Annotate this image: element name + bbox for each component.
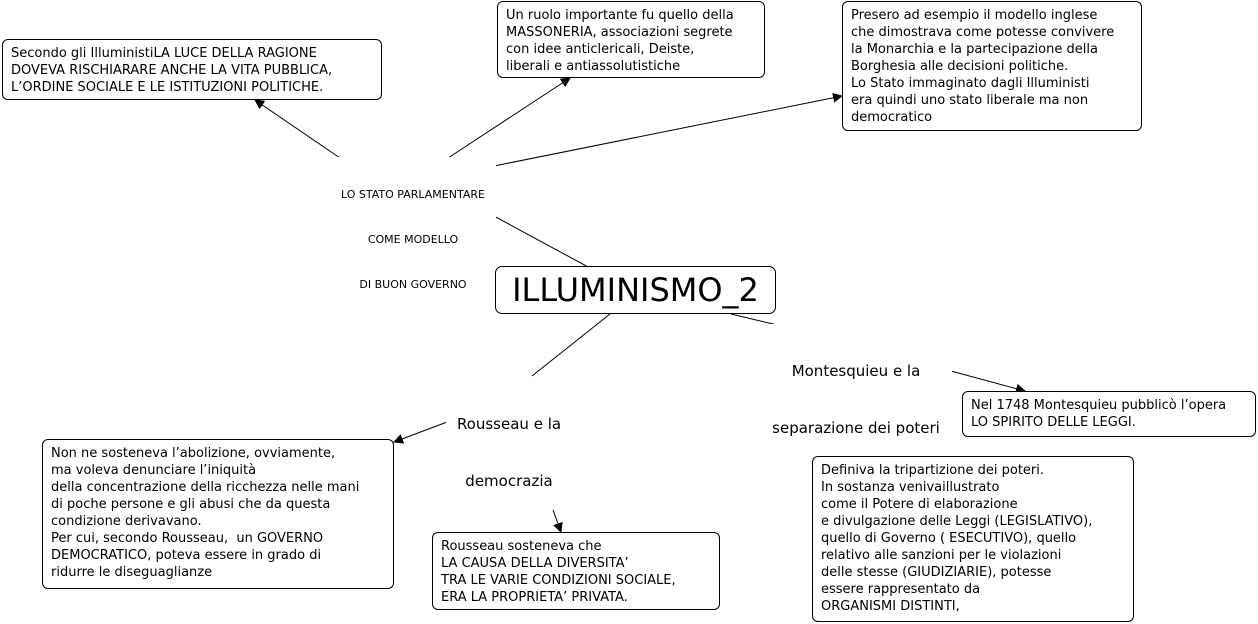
concept-text-line: Secondo gli IlluministiLA LUCE DELLA RAG… xyxy=(11,46,317,61)
concept-text-line: relativo alle sanzioni per le violazioni xyxy=(821,548,1062,563)
concept-text-line: DEMOCRATICO, poteva essere in grado di xyxy=(51,548,322,563)
concept-text-line: come il Potere di elaborazione xyxy=(821,497,1018,512)
concept-illuministi[interactable]: Secondo gli IlluministiLA LUCE DELLA RAG… xyxy=(2,39,382,100)
concept-text-line: Definiva la tripartizione dei poteri. xyxy=(821,463,1045,478)
label-line: separazione dei poteri xyxy=(772,419,940,437)
concept-text-line: la Monarchia e la partecipazione della xyxy=(851,42,1098,57)
concept-text-line: di poche persone e gli abusi che da ques… xyxy=(51,497,331,512)
concept-text-line: Rousseau sosteneva che xyxy=(441,539,602,554)
concept-text-line: Un ruolo importante fu quello della xyxy=(506,8,734,23)
concept-abolizione[interactable]: Non ne sosteneva l’abolizione, ovviament… xyxy=(42,439,394,589)
concept-text-line: era quindi uno stato liberale ma non xyxy=(851,93,1089,108)
label-line: Rousseau e la xyxy=(456,415,562,433)
concept-text-line: DOVEVA RISCHIARARE ANCHE LA VITA PUBBLIC… xyxy=(11,63,333,78)
label-line: COME MODELLO xyxy=(367,233,459,246)
label-line: LO STATO PARLAMENTARE xyxy=(341,188,485,201)
concept-text-line: ridurre le diseguaglianze xyxy=(51,565,213,580)
label-line: democrazia xyxy=(465,472,553,490)
concept-text-line: condizione derivavano. xyxy=(51,514,202,529)
arrow-stato-modello-inglese xyxy=(493,92,843,167)
concept-massoneria[interactable]: Un ruolo importante fu quello della MASS… xyxy=(497,1,765,78)
concept-text-line: Borghesia alle decisioni politiche. xyxy=(851,59,1069,74)
concept-text-line: con idee anticlericali, Deiste, xyxy=(506,42,695,57)
concept-text-line: Per cui, secondo Rousseau, un GOVERNO xyxy=(51,531,324,546)
concept-text-line: L’ORDINE SOCIALE E LE ISTITUZIONI POLITI… xyxy=(11,80,324,95)
root-concept[interactable]: ILLUMINISMO_2 xyxy=(495,266,776,314)
link-label-stato-parlamentare: LO STATO PARLAMENTARE COME MODELLO DI BU… xyxy=(330,157,496,307)
concept-text-line: Lo Stato immaginato dagli Illuministi xyxy=(851,76,1090,91)
concept-text-line: TRA LE VARIE CONDIZIONI SOCIALE, xyxy=(441,573,676,588)
concept-text-line: liberali e antiassolutistiche xyxy=(506,59,681,74)
concept-text-line: della concentrazione della ricchezza nel… xyxy=(51,480,360,495)
concept-text-line: ORGANISMI DISTINTI, xyxy=(821,599,960,614)
label-line: DI BUON GOVERNO xyxy=(359,278,467,291)
concept-text-line: quello di Governo ( ESECUTIVO), quello xyxy=(821,531,1077,546)
concept-text-line: e divulgazione delle Leggi (LEGISLATIVO)… xyxy=(821,514,1093,529)
concept-text-line: Non ne sosteneva l’abolizione, ovviament… xyxy=(51,446,336,461)
concept-text-line: MASSONERIA, associazioni segrete xyxy=(506,25,733,40)
link-label-rousseau: Rousseau e la democrazia xyxy=(446,377,572,510)
concept-text-line: ma voleva denunciare l’iniquità xyxy=(51,463,257,478)
concept-text-line: ERA LA PROPRIETA’ PRIVATA. xyxy=(441,590,628,605)
concept-modello-inglese[interactable]: Presero ad esempio il modello inglese ch… xyxy=(842,1,1142,131)
concept-text-line: In sostanza venivaillustrato xyxy=(821,480,1000,495)
concept-text-line: democratico xyxy=(851,110,933,125)
concept-text-line: Presero ad esempio il modello inglese xyxy=(851,8,1098,23)
concept-spirito-delle-leggi[interactable]: Nel 1748 Montesquieu pubblicò l’opera LO… xyxy=(962,391,1256,437)
concept-text-line: delle stesse (GIUDIZIARIE), potesse xyxy=(821,565,1052,580)
arrow-stato-massoneria xyxy=(444,77,571,161)
link-root-rousseau xyxy=(531,313,611,377)
link-label-montesquieu: Montesquieu e la separazione dei poteri xyxy=(760,324,952,457)
concept-text-line: essere rappresentato da xyxy=(821,582,981,597)
concept-text-line: LA CAUSA DELLA DIVERSITA’ xyxy=(441,556,629,571)
arrow-stato-illuministi xyxy=(254,99,341,159)
concept-tripartizione-poteri[interactable]: Definiva la tripartizione dei poteri. In… xyxy=(812,456,1134,622)
concept-text-line: Nel 1748 Montesquieu pubblicò l’opera xyxy=(971,398,1227,413)
concept-text-line: LO SPIRITO DELLE LEGGI. xyxy=(971,415,1136,430)
label-line: Montesquieu e la xyxy=(791,362,921,380)
concept-proprieta-privata[interactable]: Rousseau sosteneva che LA CAUSA DELLA DI… xyxy=(432,532,720,610)
concept-text-line: che dimostrava come potesse convivere xyxy=(851,25,1115,40)
